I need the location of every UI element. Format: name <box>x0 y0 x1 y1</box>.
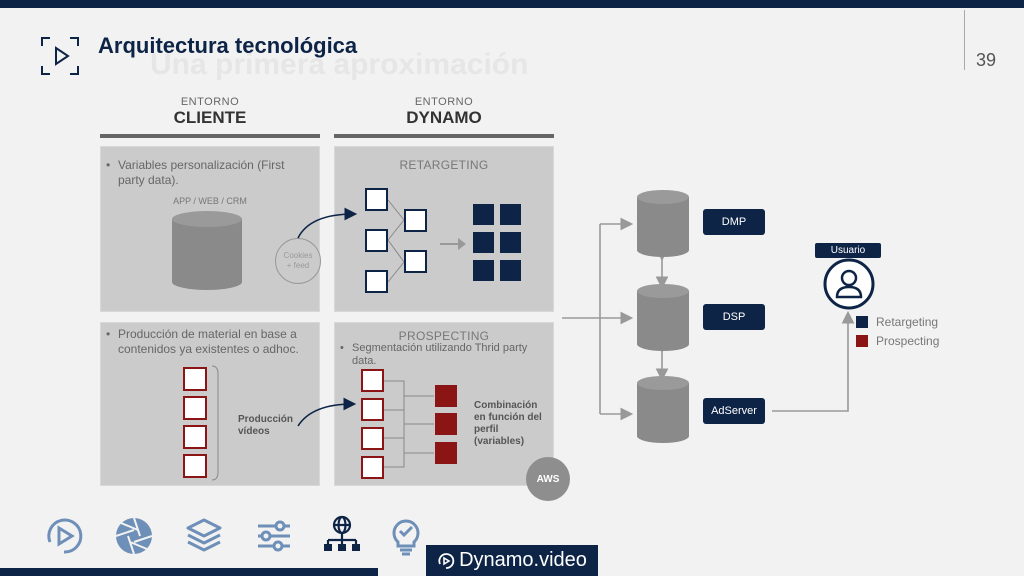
client-production-panel <box>100 322 320 486</box>
page-title: Arquitectura tecnológica <box>98 33 358 58</box>
env-dynamo-small: ENTORNO <box>414 96 474 108</box>
page-number-divider <box>964 10 965 70</box>
adserver-database-icon <box>637 376 689 443</box>
legend-retargeting-swatch <box>856 316 868 328</box>
user-icon <box>823 258 875 310</box>
client-production-bullet: •Producción de material en base a conten… <box>106 327 299 356</box>
prospecting-bullet: •Segmentación utilizando Thrid party dat… <box>340 342 528 367</box>
cookies-feed-badge: Cookies+ feed <box>275 238 321 284</box>
retargeting-node-1 <box>365 188 388 211</box>
env-dynamo-rule <box>334 134 554 138</box>
env-client-rule <box>100 134 320 138</box>
combination-label: Combinación en función del perfil (varia… <box>474 400 542 447</box>
layers-icon <box>186 518 222 552</box>
env-client-big: CLIENTE <box>173 108 247 127</box>
client-database-icon <box>172 211 242 290</box>
user-label: Usuario <box>815 243 881 258</box>
page-subtitle: Una primera aproximación <box>150 48 529 81</box>
brand-logo: Dynamo.video <box>426 545 598 576</box>
legend-retargeting-label: Retargeting <box>876 315 939 329</box>
prospecting-flow-diagram <box>361 369 457 479</box>
legend-prospecting-swatch <box>856 335 868 347</box>
play-circle-icon <box>47 518 83 554</box>
retargeting-arrow <box>440 238 466 250</box>
prospecting-label: PROSPECTING <box>398 329 490 343</box>
aws-badge: AWS <box>526 457 570 501</box>
legend-prospecting-label: Prospecting <box>876 334 940 348</box>
bottom-bar <box>0 568 378 576</box>
dsp-label: DSP <box>703 304 765 330</box>
client-video-list <box>183 365 219 481</box>
adserver-label: AdServer <box>703 398 765 424</box>
brand-name: Dynamo.video <box>459 549 587 571</box>
production-videos-label: Producción vídeos <box>238 414 294 437</box>
video-frame-icon <box>41 37 79 75</box>
env-dynamo-big: DYNAMO <box>406 108 482 127</box>
top-bar <box>0 0 1024 8</box>
brand-logo-icon <box>438 552 455 569</box>
client-db-label: APP / WEB / CRM <box>173 196 247 206</box>
sliders-icon <box>258 520 290 552</box>
lightbulb-check-icon <box>392 519 420 556</box>
page-number: 39 <box>976 50 997 70</box>
retargeting-flow-diagram <box>365 188 521 293</box>
retargeting-node-5 <box>404 250 427 273</box>
dsp-database-icon <box>637 284 689 351</box>
retargeting-node-4 <box>404 209 427 232</box>
dmp-database-icon <box>637 190 689 257</box>
dmp-label: DMP <box>703 209 765 235</box>
retargeting-label: RETARGETING <box>399 158 489 172</box>
network-globe-icon <box>324 515 360 551</box>
client-data-bullet: •Variables personalización (First party … <box>106 158 285 187</box>
env-client-small: ENTORNO <box>180 96 240 108</box>
retargeting-node-2 <box>365 229 388 252</box>
aperture-icon <box>115 517 153 555</box>
retargeting-node-3 <box>365 270 388 293</box>
